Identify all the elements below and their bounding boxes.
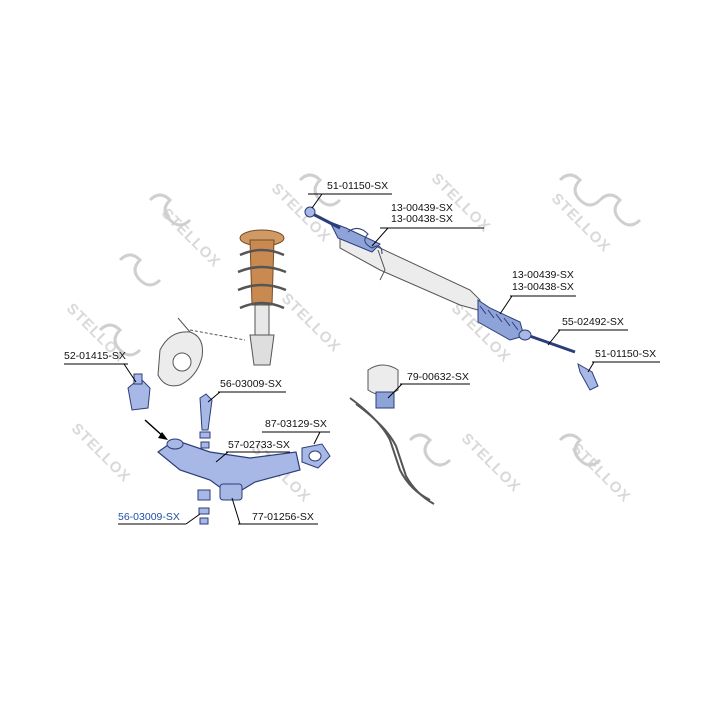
leader-lines [64, 193, 660, 525]
steering-boot-mid-label-b[interactable]: 13-00438-SX [512, 281, 574, 293]
shock-strut-assembly [237, 229, 287, 366]
stabilizer-link-part [199, 393, 213, 449]
arm-bushing-rear-part [301, 443, 331, 469]
steering-knuckle [157, 317, 246, 387]
tie-rod-end-right-label[interactable]: 51-01150-SX [595, 348, 657, 360]
steering-boot-label-b[interactable]: 13-00438-SX [391, 213, 453, 225]
stellox-s-logo-icon [98, 173, 642, 467]
steering-boot-label-a[interactable]: 13-00439-SX [391, 202, 453, 214]
arm-bushing-front-label[interactable]: 77-01256-SX [252, 511, 314, 523]
ball-joint-label[interactable]: 52-01415-SX [64, 350, 126, 362]
steering-boot-mid-label-a[interactable]: 13-00439-SX [512, 269, 574, 281]
tie-rod-end-label[interactable]: 51-01150-SX [327, 180, 389, 192]
stabilizer-link-lower-part [197, 489, 211, 525]
arm-bushing-rear-label[interactable]: 87-03129-SX [265, 418, 327, 430]
stabilizer-bushing-label[interactable]: 79-00632-SX [407, 371, 469, 383]
stabilizer-link-label[interactable]: 56-03009-SX [220, 378, 282, 390]
control-arm-label[interactable]: 57-02733-SX [228, 439, 290, 451]
ball-joint-part [127, 373, 168, 440]
axial-joint-label[interactable]: 55-02492-SX [562, 316, 624, 328]
stabilizer-link-lower-label[interactable]: 56-03009-SX [118, 511, 180, 523]
control-arm-part [157, 438, 301, 501]
steering-rack-part [304, 206, 599, 391]
